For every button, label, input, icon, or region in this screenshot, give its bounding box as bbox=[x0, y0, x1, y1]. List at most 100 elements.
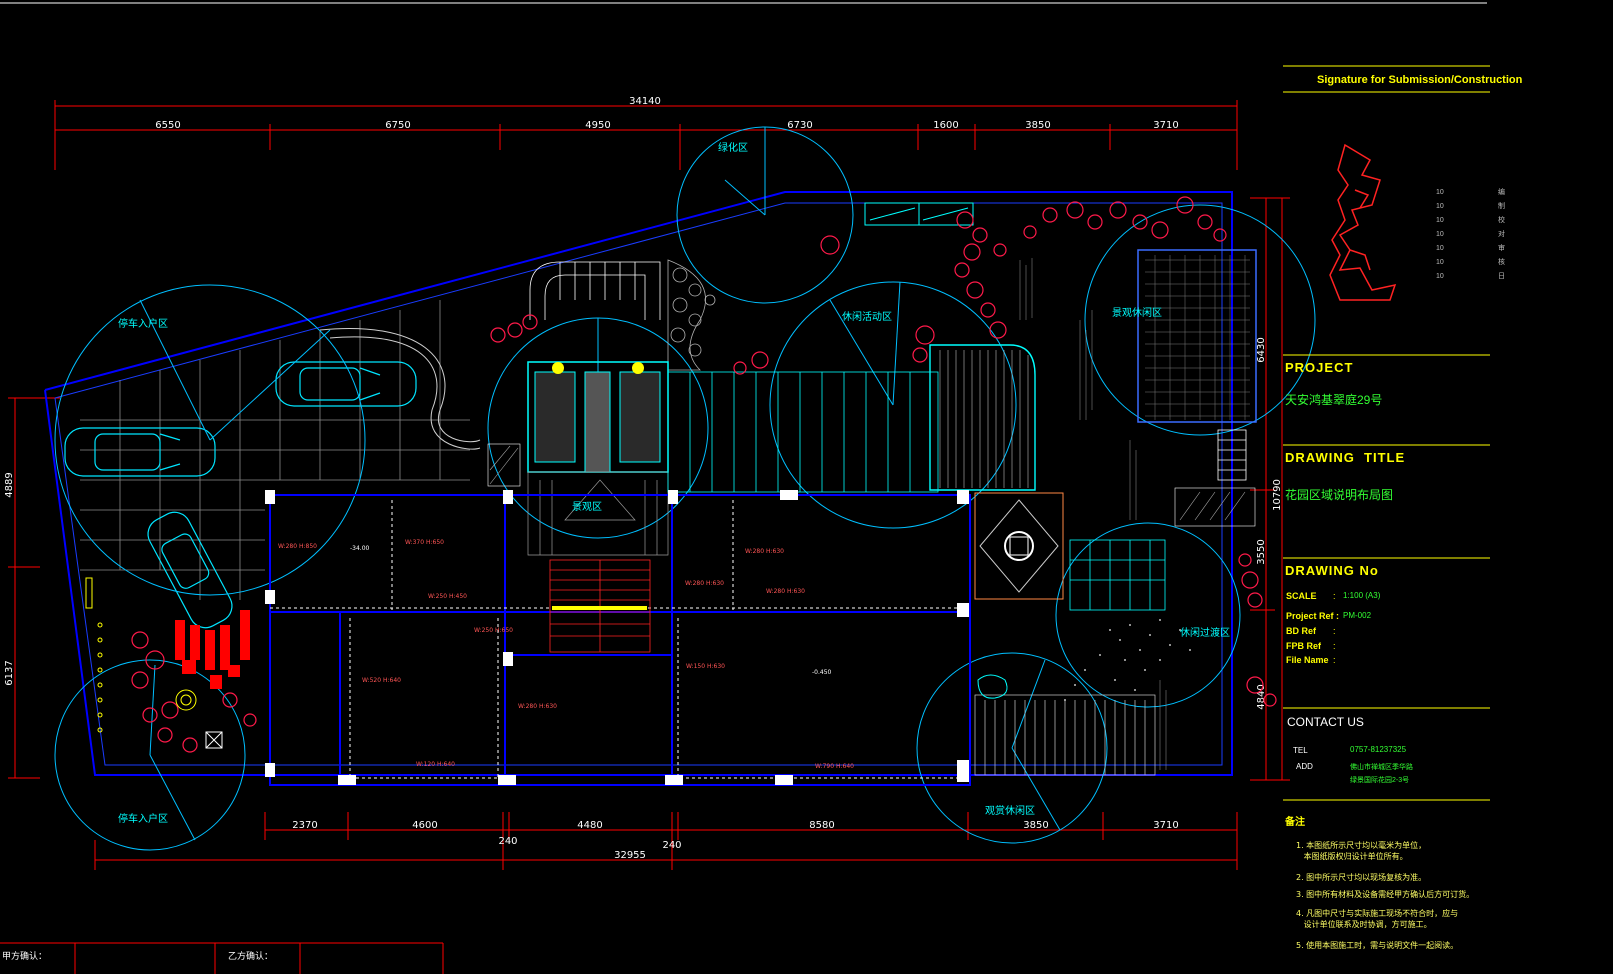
project-label: PROJECT bbox=[1285, 360, 1354, 375]
add-line-1: 佛山市禅城区季华路 bbox=[1350, 764, 1413, 771]
title-block-rules bbox=[1283, 65, 1490, 801]
car-angled-icon bbox=[147, 511, 233, 629]
note-line: 设计单位联系及时协调，方可施工。 bbox=[1296, 920, 1432, 929]
add-label: ADD bbox=[1296, 762, 1313, 771]
tel-label: TEL bbox=[1293, 746, 1308, 755]
spot-level: -34.00 bbox=[350, 545, 370, 552]
bd-ref-label: BD Ref bbox=[1286, 626, 1317, 636]
side-mark: 日 bbox=[1498, 273, 1505, 280]
zone-viewing: 景观区 bbox=[572, 501, 602, 513]
site-boundary bbox=[44, 191, 1233, 776]
room-label: W:370 H:650 bbox=[405, 539, 444, 546]
zone-entry-top: 停车入户区 bbox=[118, 317, 168, 330]
contact-label: CONTACT US bbox=[1287, 715, 1364, 729]
bottom-dimensions bbox=[94, 812, 1238, 870]
side-mark: 核 bbox=[1498, 259, 1505, 266]
scale-label: SCALE bbox=[1286, 591, 1317, 601]
party-a-confirm: 甲方确认： bbox=[2, 951, 48, 961]
lower-deck bbox=[974, 694, 1156, 776]
dim-overall-top: 34140 bbox=[629, 96, 661, 107]
side-item: 10 bbox=[1436, 203, 1444, 210]
drawing-title: 花园区域说明布局图 bbox=[1285, 488, 1394, 502]
zone-greening: 绿化区 bbox=[718, 141, 748, 154]
zone-view-bottom: 观赏休闲区 bbox=[985, 804, 1035, 817]
bd-colon: : bbox=[1333, 626, 1336, 636]
logo-seal bbox=[1329, 143, 1397, 301]
project-ref-label: Project Ref : bbox=[1286, 611, 1340, 621]
dim-top-6: 3850 bbox=[1025, 120, 1050, 131]
viewing-paving bbox=[527, 471, 669, 556]
right-steps bbox=[1217, 429, 1247, 481]
room-label: W:120 H:640 bbox=[416, 761, 455, 768]
side-item: 10 bbox=[1436, 273, 1444, 280]
side-item: 10 bbox=[1436, 245, 1444, 252]
file-colon: : bbox=[1333, 655, 1336, 665]
dim-top-1: 6550 bbox=[155, 120, 180, 131]
pond-icon bbox=[977, 674, 1008, 699]
room-label: W:520 H:640 bbox=[362, 677, 401, 684]
dim-bottom-2: 4600 bbox=[412, 820, 437, 831]
zone-leisure-right: 休闲过渡区 bbox=[1180, 626, 1230, 639]
side-mark: 制 bbox=[1498, 203, 1505, 210]
party-b-confirm: 乙方确认： bbox=[228, 951, 274, 961]
dim-top-3: 4950 bbox=[585, 120, 610, 131]
dim-overall-bottom: 32955 bbox=[614, 850, 646, 861]
hatched-boxes bbox=[487, 443, 1256, 527]
side-item: 10 bbox=[1436, 217, 1444, 224]
dim-bottom-6: 3710 bbox=[1153, 820, 1178, 831]
zone-leisure: 休闲活动区 bbox=[842, 310, 892, 323]
room-label: W:280 H:630 bbox=[745, 548, 784, 555]
zone-entry-bottom: 停车入户区 bbox=[118, 812, 168, 825]
top-dimensions bbox=[54, 100, 1238, 170]
room-label: W:150 H:630 bbox=[686, 663, 725, 670]
dim-right-4: 4840 bbox=[1256, 684, 1267, 709]
file-name-label: File Name bbox=[1286, 655, 1329, 665]
tree-symbol bbox=[175, 689, 197, 711]
car-left-icon bbox=[64, 427, 216, 477]
paver-block bbox=[1137, 249, 1257, 423]
building-outline bbox=[269, 494, 971, 786]
room-labels: W:280 H:850 W:370 H:650 W:250 H:450 W:25… bbox=[278, 539, 854, 770]
grass-hatch bbox=[1019, 258, 1167, 770]
room-label: W:280 H:850 bbox=[278, 543, 317, 550]
room-label: W:280 H:630 bbox=[685, 580, 724, 587]
notes-label: 备注 bbox=[1285, 817, 1305, 828]
project-name: 天安鸿基翠庭29号 bbox=[1285, 393, 1383, 407]
scale-value: 1:100 (A3) bbox=[1343, 591, 1381, 600]
side-mark: 编 bbox=[1498, 189, 1505, 196]
fpb-ref-label: FPB Ref bbox=[1286, 641, 1322, 651]
deck-raised bbox=[929, 344, 1036, 491]
stepping-stones bbox=[667, 259, 716, 371]
water-feature bbox=[527, 361, 669, 473]
dim-top-2: 6750 bbox=[385, 120, 410, 131]
room-label: W:250 H:650 bbox=[474, 627, 513, 634]
dim-top-4: 6730 bbox=[787, 120, 812, 131]
side-mark: 对 bbox=[1498, 231, 1505, 238]
entry-stairs bbox=[529, 261, 661, 320]
dim-right-3: 3550 bbox=[1256, 539, 1267, 564]
side-item: 10 bbox=[1436, 189, 1444, 196]
note-line: 4. 凡图中尺寸与实际施工现场不符合时，应与 bbox=[1296, 909, 1459, 918]
right-dimensions bbox=[1250, 197, 1290, 781]
dim-bottom-3: 4480 bbox=[577, 820, 602, 831]
interior-stair bbox=[549, 559, 651, 653]
dim-bottom-small-2: 240 bbox=[662, 840, 681, 851]
dim-left-1: 4889 bbox=[4, 472, 15, 497]
drawing-no-label: DRAWING No bbox=[1285, 563, 1379, 578]
note-line: 2. 图中所示尺寸均以现场复核为准。 bbox=[1296, 873, 1427, 882]
side-mark: 校 bbox=[1498, 217, 1505, 224]
dim-right-1: 6430 bbox=[1256, 337, 1267, 362]
side-item: 10 bbox=[1436, 231, 1444, 238]
spot-level: -0.450 bbox=[812, 669, 832, 676]
side-item: 10 bbox=[1436, 259, 1444, 266]
room-label: W:250 H:450 bbox=[428, 593, 467, 600]
room-label: W:280 H:630 bbox=[766, 588, 805, 595]
gravel-area bbox=[1064, 619, 1191, 701]
note-line: 5. 使用本图施工时，需与说明文件一起阅读。 bbox=[1296, 941, 1459, 950]
dim-bottom-4: 8580 bbox=[809, 820, 834, 831]
zone-landscape-right: 景观休闲区 bbox=[1112, 306, 1162, 319]
dim-left-2: 6137 bbox=[4, 660, 15, 685]
car-top-icon bbox=[275, 361, 417, 407]
scale-colon: : bbox=[1333, 591, 1336, 601]
dim-bottom-5: 3850 bbox=[1023, 820, 1048, 831]
